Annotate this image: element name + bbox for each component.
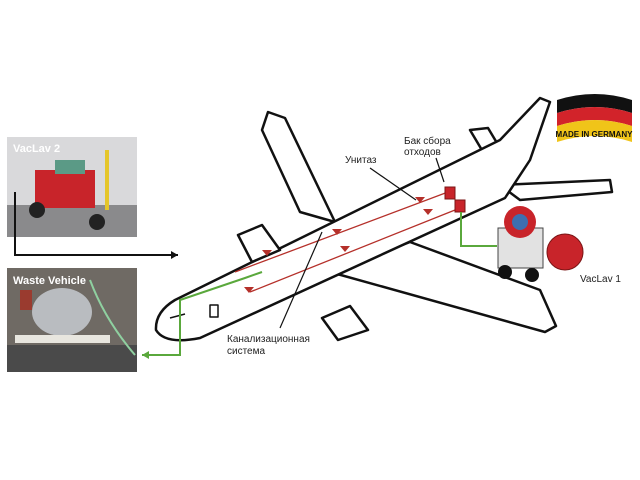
- hoses: [142, 212, 497, 356]
- leader-lines: [279, 157, 445, 329]
- toilet-icon: [244, 287, 254, 293]
- vaclav2-connection: [14, 192, 178, 256]
- toilets: [244, 197, 433, 293]
- sewer-label-line2: система: [227, 346, 265, 357]
- airplane-outline: [154, 96, 614, 342]
- waste-vehicle-photo: Waste Vehicle: [7, 268, 137, 372]
- vaclav2-label: VacLav 2: [13, 143, 60, 155]
- toilet-label: Унитаз: [345, 155, 377, 166]
- made-in-germany-text: MADE IN GERMANY: [556, 130, 634, 139]
- toilet-icon: [332, 229, 342, 235]
- sewer-pipes: [234, 191, 461, 293]
- waste-tanks: [444, 186, 466, 213]
- tank-label-line1: Бак сбора: [404, 135, 451, 147]
- arrow-icon: [171, 251, 178, 259]
- vaclav2-photo: VacLav 2: [7, 137, 137, 237]
- vaclav1-label: VacLav 1: [580, 274, 621, 285]
- arrow-icon: [142, 351, 149, 359]
- made-in-germany-flag: MADE IN GERMANY: [556, 94, 634, 142]
- waste-vehicle-label: Waste Vehicle: [13, 275, 86, 287]
- sewer-label-line1: Канализационная: [227, 334, 310, 345]
- tank-icon: [454, 199, 466, 213]
- toilet-icon: [415, 197, 425, 203]
- toilet-icon: [262, 250, 272, 256]
- toilet-icon: [340, 246, 350, 252]
- tank-icon: [444, 186, 456, 200]
- toilet-icon: [423, 209, 433, 215]
- vaclav1-machine: [497, 206, 584, 282]
- tank-label-line2: отходов: [404, 147, 441, 158]
